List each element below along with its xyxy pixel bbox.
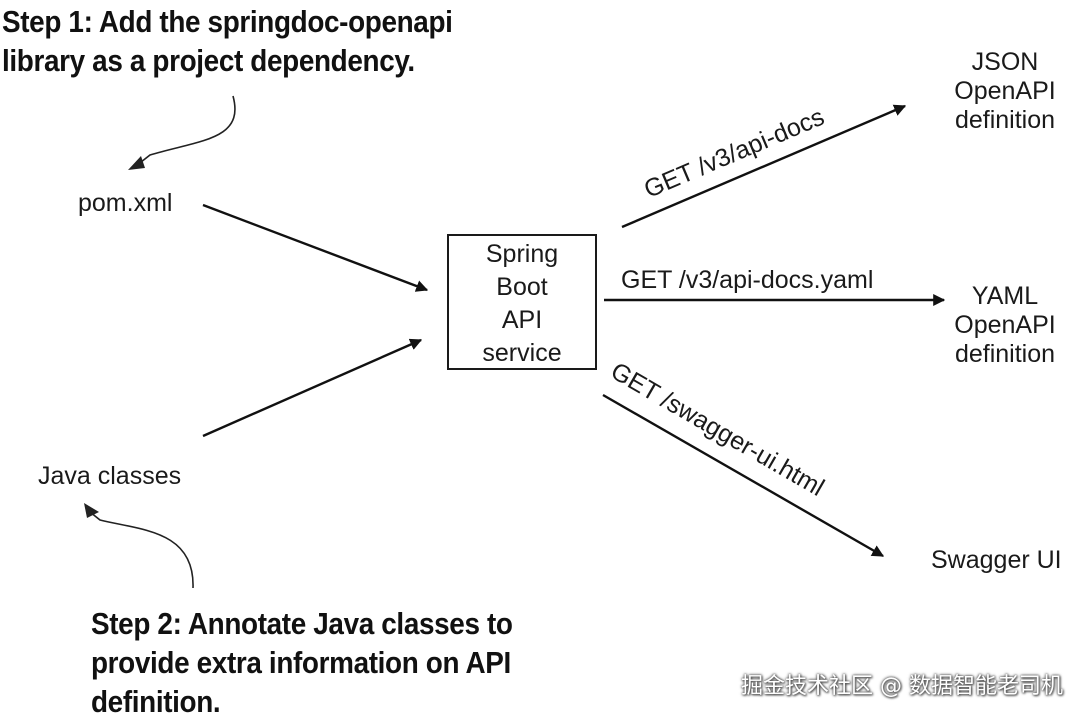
step2-line-2: provide extra information on API	[91, 645, 511, 680]
service-line-3: API	[501, 306, 543, 334]
service-line-4: service	[482, 339, 562, 367]
json-output-label: JSON OpenAPI definition	[946, 48, 1064, 135]
java-classes-label: Java classes	[38, 462, 182, 490]
yaml-output-label: YAML OpenAPI definition	[946, 282, 1064, 369]
step1-callout-head	[128, 156, 145, 170]
swagger-ui-label: Swagger UI	[931, 546, 1062, 574]
step1-callout-arrow	[135, 95, 236, 167]
step2-callout-arrow	[89, 511, 194, 589]
step1-line-1: Step 1: Add the springdoc-openapi	[2, 4, 453, 39]
json-route-arrow	[621, 104, 907, 229]
step1-line-2: library as a project dependency.	[2, 43, 415, 78]
watermark-text: 掘金技术社区 @ 数据智能老司机	[741, 674, 1063, 699]
step2-callout-head	[84, 503, 99, 518]
service-line-1: Spring	[485, 240, 559, 268]
yaml-output-line-1: YAML	[971, 282, 1039, 310]
yaml-output-line-2: OpenAPI	[954, 311, 1056, 339]
java-to-service-arrow	[202, 338, 423, 438]
spring-boot-service-box: Spring Boot API service	[447, 234, 597, 370]
pom-to-service-arrow	[202, 203, 429, 292]
json-output-line-1: JSON	[971, 48, 1039, 76]
yaml-output-line-3: definition	[954, 340, 1056, 368]
step2-line-1: Step 2: Annotate Java classes to	[91, 606, 513, 641]
json-output-line-3: definition	[954, 106, 1056, 134]
swagger-route-arrow	[602, 393, 885, 558]
step1-annotation: Step 1: Add the springdoc-openapi librar…	[2, 2, 453, 80]
step2-line-3: definition.	[91, 684, 221, 719]
json-output-line-2: OpenAPI	[954, 77, 1056, 105]
step2-annotation: Step 2: Annotate Java classes to provide…	[91, 604, 513, 721]
pom-xml-label: pom.xml	[78, 189, 173, 217]
route-yaml-label: GET /v3/api-docs.yaml	[621, 266, 874, 294]
service-line-2: Boot	[496, 273, 548, 301]
